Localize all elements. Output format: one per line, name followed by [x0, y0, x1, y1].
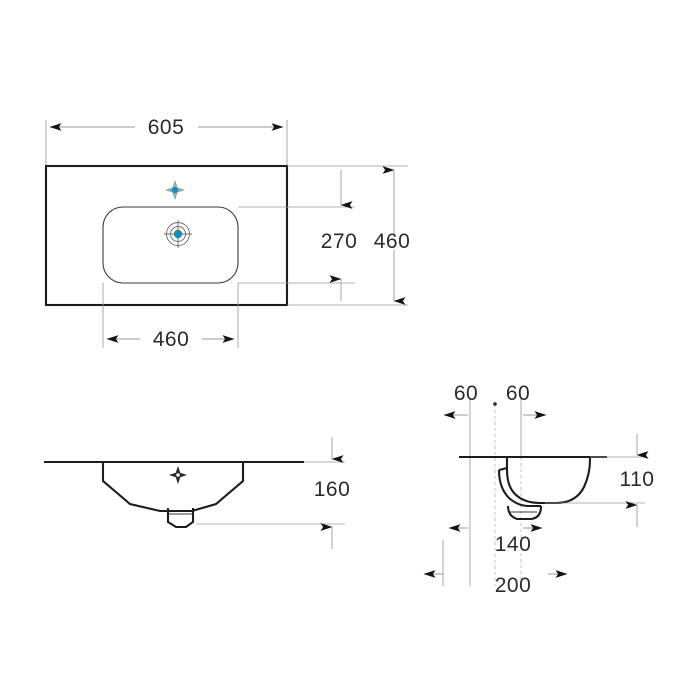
side-bowl-outer-profile [505, 457, 592, 505]
side-view-group: 60 60 110 140 [423, 382, 655, 597]
dim-label-160: 160 [314, 478, 351, 501]
dim-label-60-right: 60 [506, 382, 530, 405]
bowl-outline-top [102, 206, 239, 284]
dimension-depth-270: 270 [321, 170, 358, 301]
dim-label-460-horizontal: 460 [153, 328, 190, 351]
dim-label-110: 110 [620, 468, 655, 491]
drain-hole-marker [164, 220, 192, 248]
front-bowl-left-profile [101, 462, 182, 513]
basin-outline-top [44, 164, 289, 307]
front-view-group: 160 [44, 437, 350, 549]
side-trap-detail [506, 505, 543, 521]
dimension-front-height-160: 160 [314, 437, 351, 549]
side-bowl-inner-top-link [498, 466, 508, 472]
side-bowl-inner-profile [497, 469, 541, 508]
dimension-side-60-right: 60 [506, 382, 547, 419]
front-drain-spigot [166, 508, 195, 529]
front-tap-marker [169, 466, 187, 484]
front-bowl-right-profile [182, 462, 245, 513]
dim-label-460-vertical: 460 [374, 230, 411, 253]
dimension-depth-460: 460 [374, 166, 411, 305]
dimension-side-110: 110 [620, 434, 655, 527]
dimension-width-605: 605 [49, 116, 284, 139]
drain-center-dot [173, 229, 183, 239]
dim-label-140: 140 [495, 533, 532, 556]
dimension-side-60-left: 60 [443, 382, 478, 419]
dim-label-605: 605 [148, 116, 185, 139]
dimension-side-140: 140 [448, 524, 543, 556]
dimension-side-200: 200 [423, 570, 568, 597]
dimension-bowl-width-460: 460 [106, 328, 235, 351]
tap-hole-center-dot [171, 186, 179, 194]
dim-label-60-left: 60 [454, 382, 478, 405]
top-view-group: 605 270 [44, 116, 411, 351]
front-tap-center [176, 473, 180, 477]
tap-hole-marker [165, 180, 185, 200]
side-drain-axis-dot [493, 402, 497, 406]
dim-label-270: 270 [321, 230, 358, 253]
dim-label-200: 200 [495, 574, 532, 597]
